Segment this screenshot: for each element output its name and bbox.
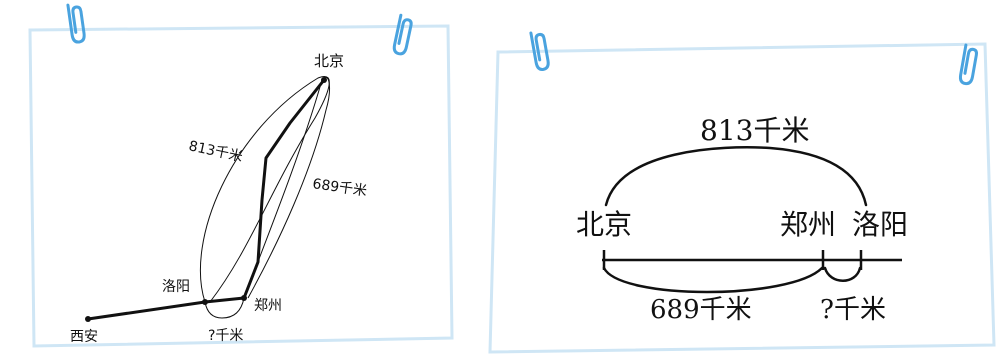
distance-beijing-luoyang-label: 813千米 xyxy=(700,114,809,147)
zhengzhou-luoyang-brace xyxy=(204,297,245,319)
beijing-label: 北京 xyxy=(314,52,344,70)
beijing-zhengzhou-loop xyxy=(243,77,330,299)
distance-beijing-zhengzhou-label: 689千米 xyxy=(311,176,367,199)
railway-route xyxy=(86,78,326,321)
line-card: 813千米 北京 郑州 洛阳 689千米 ?千米 xyxy=(488,31,996,354)
beijing-luoyang-arc xyxy=(604,146,868,207)
paper-sheet xyxy=(28,24,454,348)
map-card: 北京 洛阳 郑州 西安 813千米 689千米 ?千米 xyxy=(28,3,454,348)
paper-clip-icon xyxy=(66,3,86,44)
paper-clip-icon xyxy=(392,13,413,56)
xian-dot xyxy=(85,316,91,322)
zhengzhou-label: 郑州 xyxy=(254,298,282,314)
paper-sheet xyxy=(488,42,996,354)
zhengzhou-luoyang-brace xyxy=(823,266,862,282)
luoyang-label: 洛阳 xyxy=(852,208,908,241)
zhengzhou-label: 郑州 xyxy=(780,208,836,241)
luoyang-label: 洛阳 xyxy=(162,279,190,295)
distance-zhengzhou-luoyang-label: ?千米 xyxy=(820,295,886,325)
distance-zhengzhou-luoyang-label: ?千米 xyxy=(208,328,243,344)
beijing-dot xyxy=(321,77,327,83)
beijing-label: 北京 xyxy=(576,208,632,241)
beijing-zhengzhou-brace xyxy=(602,266,824,294)
xian-label: 西安 xyxy=(70,329,98,345)
paper-clip-icon xyxy=(529,31,550,71)
distance-beijing-zhengzhou-label: 689千米 xyxy=(650,295,752,325)
paper-clip-icon xyxy=(958,43,978,86)
